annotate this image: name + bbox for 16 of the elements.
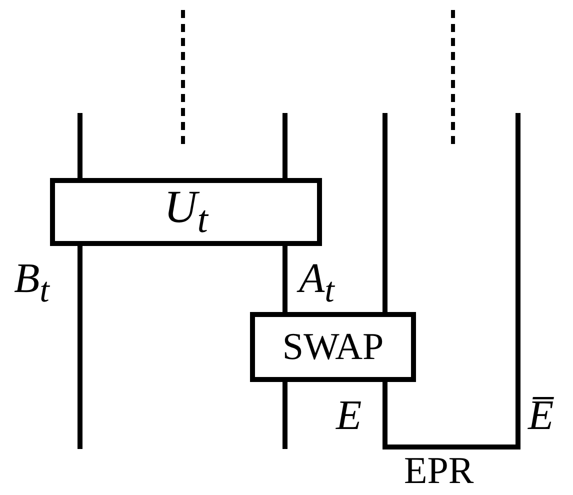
- gate-box: [250, 312, 416, 382]
- wire-label: B$_{t}$: [14, 258, 50, 308]
- gate-box: [50, 178, 322, 246]
- state-label: EPR: [404, 452, 474, 490]
- wire-label: E̅: [528, 395, 554, 437]
- gate-label: SWAP: [282, 328, 384, 366]
- wire: [282, 244, 288, 314]
- wire: [282, 380, 288, 449]
- wire: [78, 113, 82, 180]
- wire: [78, 244, 82, 449]
- gate-label: U$_{t}$: [164, 184, 208, 240]
- wire-label: A$_{t}$: [299, 258, 334, 308]
- wire-label: E: [336, 395, 362, 437]
- wire: [382, 113, 520, 450]
- wire: [282, 113, 288, 180]
- wire: [382, 113, 388, 314]
